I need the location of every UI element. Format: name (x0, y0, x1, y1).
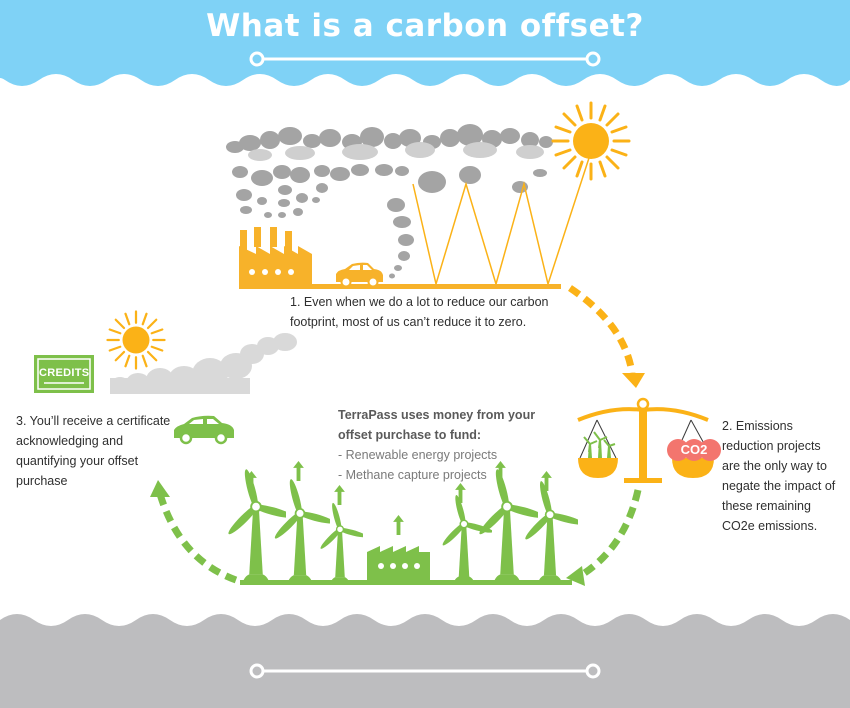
footer-divider (249, 663, 601, 679)
dashed-arrow-to-scale-head (622, 373, 645, 388)
green-ground-line (240, 580, 572, 585)
sun-icon (551, 101, 631, 181)
factory-icon (239, 227, 312, 289)
wind-turbine-icon (317, 502, 363, 584)
funding-block: TerraPass uses money from your offset pu… (338, 405, 538, 485)
funding-item-methane: - Methane capture projects (338, 468, 487, 482)
arrow-up-icon (293, 461, 304, 481)
step-3-text: 3. You’ll receive a certificate acknowle… (16, 414, 171, 488)
certificate-icon (34, 355, 94, 393)
page-title: What is a carbon offset? (206, 8, 644, 44)
ground-line (239, 284, 561, 289)
methane-plant-icon (367, 546, 430, 580)
wind-turbine-icon (439, 494, 492, 584)
step-2-text: 2. Emissions reduction projects are the … (722, 419, 836, 533)
arrow-up-icon (393, 515, 404, 535)
scale-icon (577, 397, 714, 483)
certificate-label: CREDITS (39, 367, 90, 379)
smoke-clouds-middle-row (232, 164, 547, 193)
co2-bubbles-icon (667, 439, 721, 461)
footer-band (0, 614, 850, 708)
car-icon (336, 262, 383, 288)
step-1-text: 1. Even when we do a lot to reduce our c… (290, 295, 549, 329)
chimney-smoke (236, 183, 328, 218)
header-divider (249, 51, 601, 67)
smoke-clouds-light-row (248, 142, 544, 161)
smoke-clouds-top-row (226, 124, 553, 153)
dashed-arrow-to-certificate (156, 492, 238, 584)
header-band (0, 0, 850, 86)
dashed-arrow-to-projects-head (566, 566, 585, 586)
car-exhaust-smoke (387, 198, 414, 279)
dashed-arrow-to-certificate-head (150, 480, 170, 497)
green-car-icon (174, 415, 234, 445)
co2-label: CO2 (680, 442, 708, 457)
funding-heading: TerraPass uses money from your offset pu… (338, 408, 536, 442)
dashed-arrow-to-scale (568, 285, 636, 374)
scale-turbines-icon (583, 431, 616, 458)
sun-icon (106, 310, 166, 370)
wind-turbine-icon (522, 480, 578, 584)
arrow-up-icon (334, 485, 345, 505)
wind-turbine-icon (271, 478, 330, 584)
dashed-arrow-to-projects (578, 489, 642, 579)
funding-item-renewable: - Renewable energy projects (338, 448, 498, 462)
light-clouds (110, 333, 297, 394)
